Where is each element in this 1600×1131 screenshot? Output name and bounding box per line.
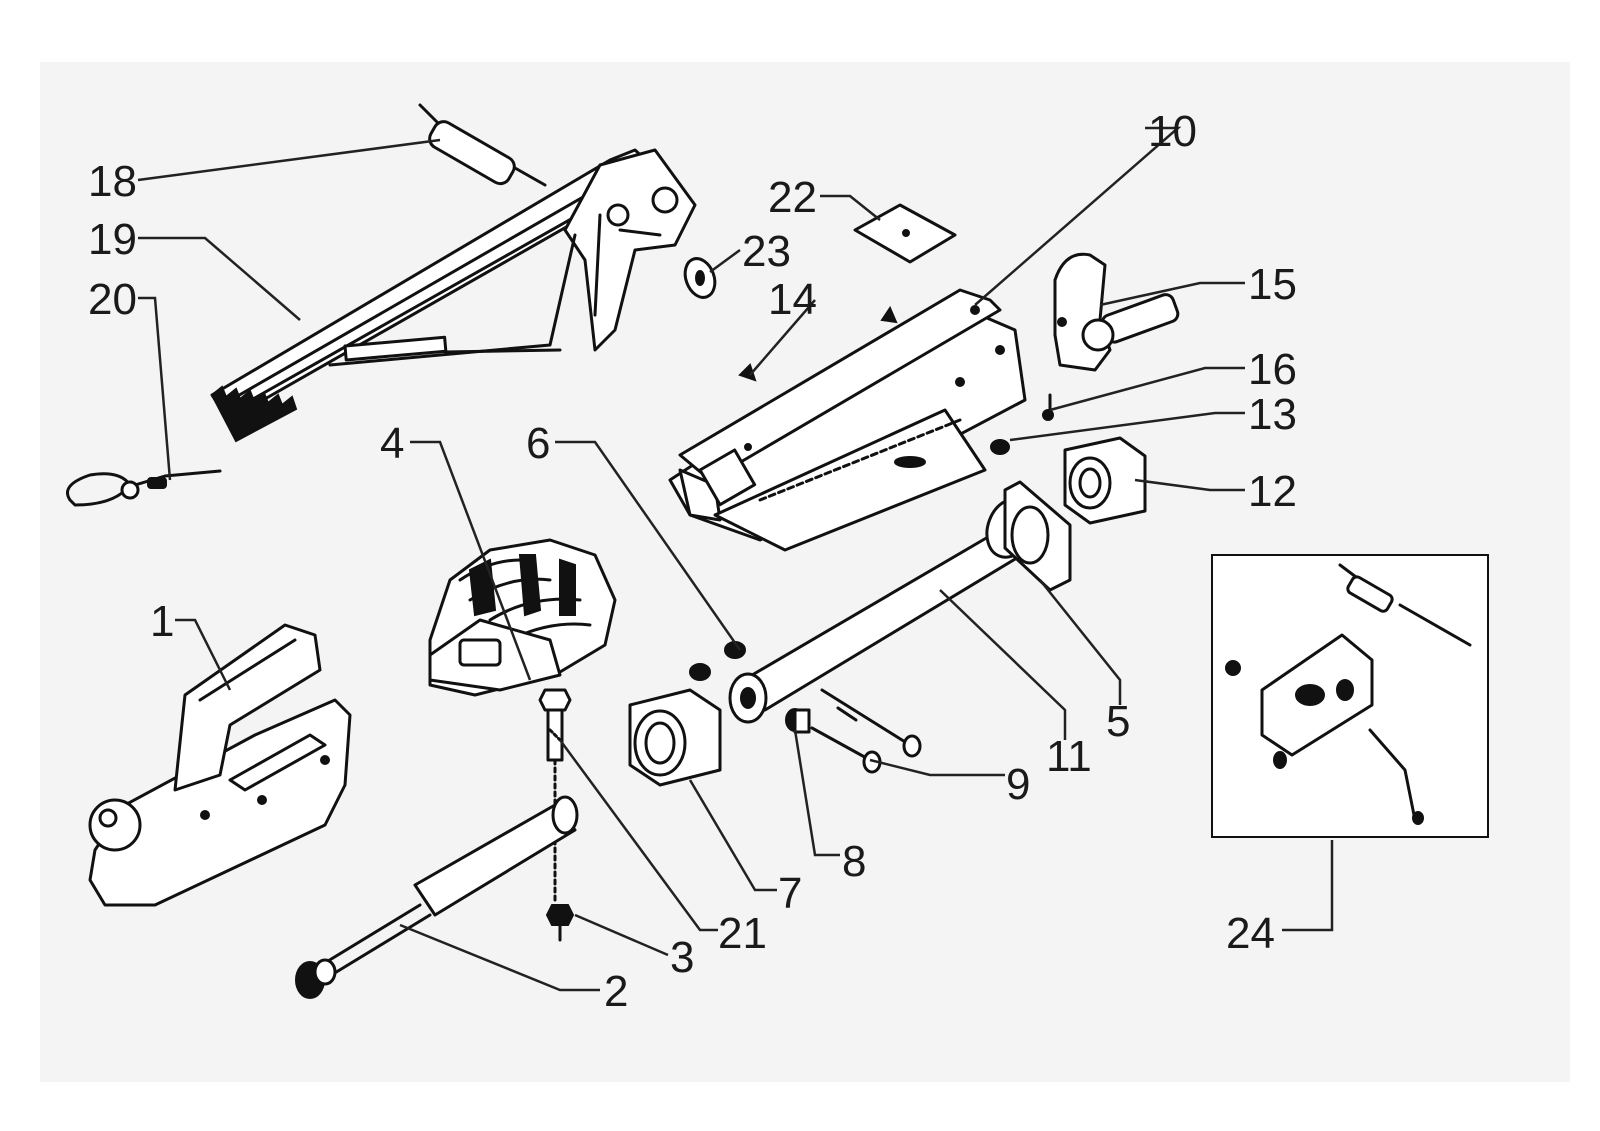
hand-brake-lever — [210, 148, 697, 443]
callout-15: 15 — [1248, 260, 1297, 309]
nut-13 — [990, 439, 1010, 455]
callout-19: 19 — [88, 215, 137, 264]
callout-8: 8 — [842, 837, 867, 886]
callout-1: 1 — [150, 597, 175, 646]
nut-3 — [545, 904, 575, 942]
callout-9: 9 — [1006, 760, 1031, 809]
bolts-9 — [810, 688, 922, 774]
bushing-7 — [628, 688, 722, 787]
bolt-21 — [538, 688, 572, 902]
callout-4: 4 — [380, 419, 405, 468]
callout-12: 12 — [1248, 467, 1297, 516]
leader-lines — [137, 126, 1334, 992]
callout-23: 23 — [742, 227, 791, 276]
washer-23 — [683, 257, 717, 299]
callout-18: 18 — [88, 157, 137, 206]
callout-21: 21 — [718, 909, 767, 958]
callout-11: 11 — [1046, 732, 1092, 781]
inset-24 — [1211, 554, 1489, 838]
spring-cylinder-18 — [418, 103, 547, 187]
bellows-4 — [428, 538, 617, 697]
damper-2 — [295, 795, 579, 999]
latch-15 — [1042, 252, 1180, 421]
callout-7: 7 — [778, 869, 803, 918]
callout-5: 5 — [1106, 697, 1131, 746]
breakaway-cable-20 — [66, 469, 222, 507]
callout-20: 20 — [88, 275, 137, 324]
bushing-12 — [1063, 436, 1147, 525]
callout-6: 6 — [526, 419, 551, 468]
callout-3: 3 — [670, 933, 695, 982]
coupling-head-1 — [88, 623, 352, 907]
callout-22: 22 — [768, 173, 817, 222]
callout-13: 13 — [1248, 390, 1297, 439]
callout-2: 2 — [604, 967, 629, 1016]
callout-14: 14 — [768, 275, 817, 324]
nuts-6 — [689, 641, 746, 681]
callout-16: 16 — [1248, 345, 1297, 394]
callout-24: 24 — [1226, 909, 1275, 958]
flange-5 — [1003, 480, 1072, 592]
housing-10 — [668, 288, 1027, 552]
spacer-8 — [785, 708, 811, 734]
callout-10: 10 — [1148, 107, 1197, 156]
